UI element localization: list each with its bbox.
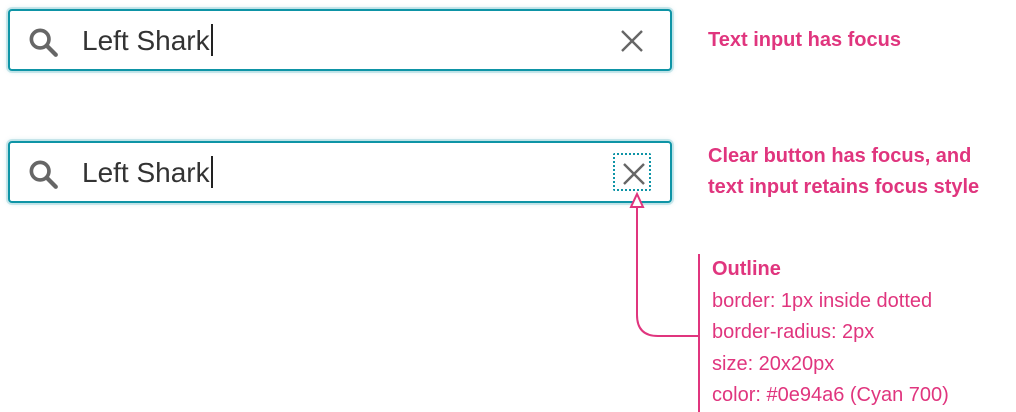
close-icon <box>623 163 645 185</box>
search-input[interactable]: Left Shark <box>82 24 213 58</box>
clear-button-focused[interactable] <box>613 153 651 191</box>
annotation-clear-focus: Clear button has focus, and text input r… <box>708 141 979 203</box>
search-input-value: Left Shark <box>82 157 210 188</box>
search-field-clear-focused[interactable]: Left Shark <box>8 141 672 203</box>
search-icon <box>29 28 58 57</box>
search-field-input-focused[interactable]: Left Shark <box>8 9 672 71</box>
outline-spec-line: size: 20x20px <box>712 352 835 375</box>
annotation-input-focus: Text input has focus <box>708 29 901 51</box>
text-caret <box>210 156 213 188</box>
outline-spec-line: color: #0e94a6 (Cyan 700) <box>712 384 949 406</box>
outline-spec-title: Outline <box>712 258 781 280</box>
outline-spec-line: border-radius: 2px <box>712 321 875 343</box>
annotation-clear-focus-line2: text input retains focus style <box>708 176 980 198</box>
text-caret <box>210 24 213 56</box>
close-icon <box>621 30 643 52</box>
search-input[interactable]: Left Shark <box>82 156 213 190</box>
annotation-clear-focus-line1: Clear button has focus, and <box>708 145 972 167</box>
clear-button[interactable] <box>613 22 651 60</box>
outline-spec-line: border: 1px inside dotted <box>712 289 933 312</box>
outline-spec: Outline border: 1px inside dotted border… <box>698 254 949 412</box>
search-input-value: Left Shark <box>82 25 210 56</box>
search-icon <box>29 160 58 189</box>
